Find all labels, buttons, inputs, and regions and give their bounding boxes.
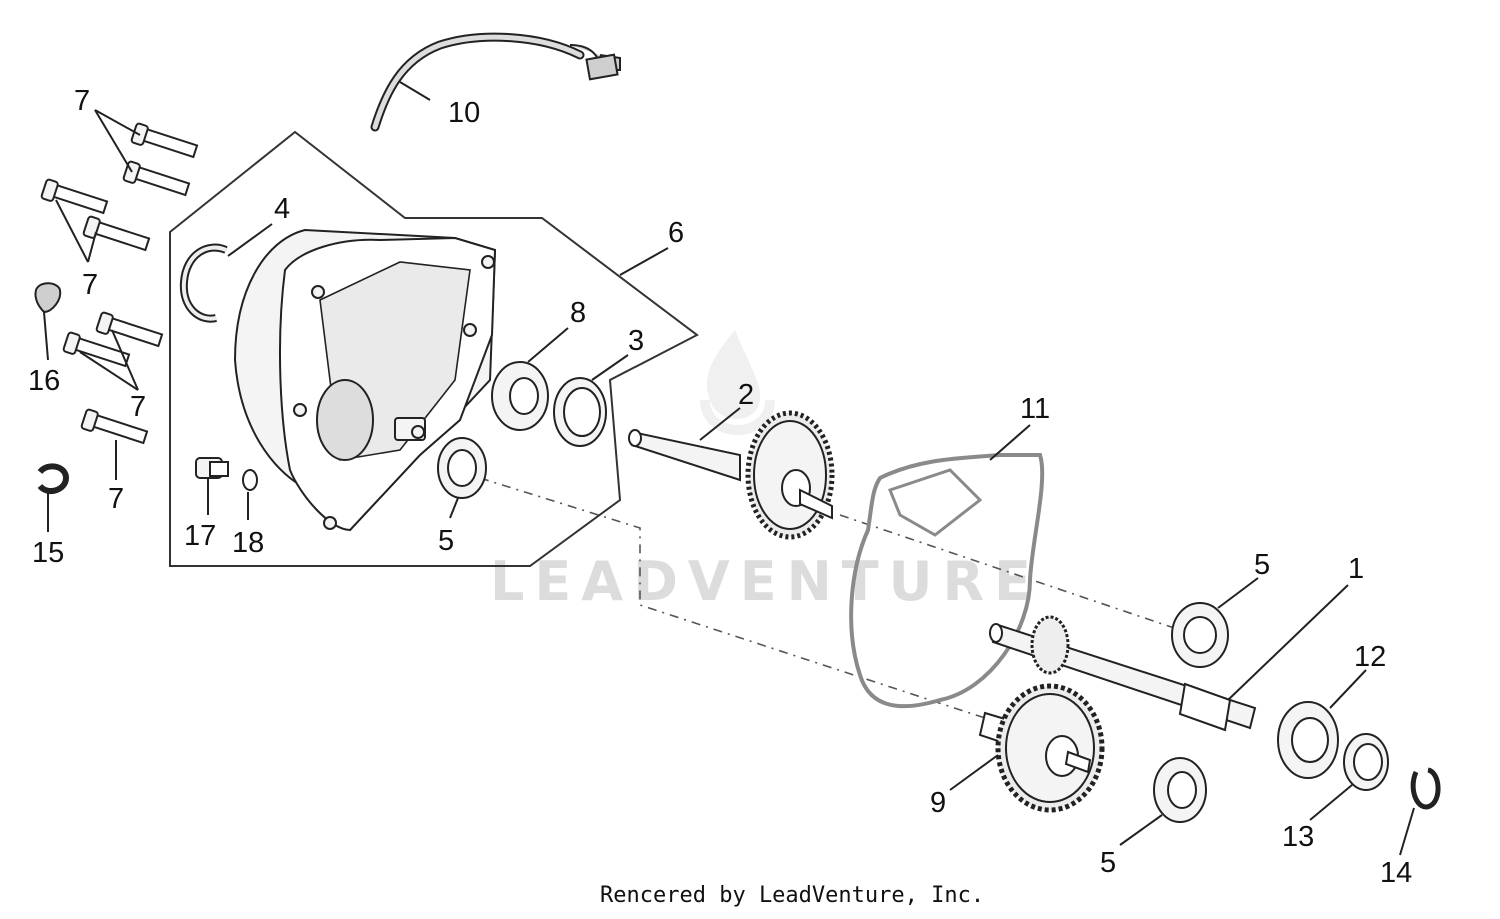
screw-icon — [80, 408, 149, 445]
callout-1: 1 — [1348, 553, 1364, 585]
callout-7c: 7 — [130, 391, 146, 423]
callout-5a: 5 — [438, 525, 454, 557]
leader-lines — [43, 81, 1415, 856]
bearing-icon — [1277, 701, 1339, 779]
cover-assembly-outline — [169, 130, 699, 567]
bearing-icon — [437, 437, 487, 499]
washer-icon — [1343, 733, 1389, 791]
screws — [40, 122, 199, 445]
bearing-icon — [1171, 602, 1229, 668]
screw-icon — [40, 178, 109, 215]
callout-5b: 5 — [1254, 549, 1270, 581]
transmission-cover — [233, 228, 497, 532]
plug-bolt-icon — [195, 457, 229, 479]
callout-8: 8 — [570, 297, 586, 329]
gear-icon — [978, 683, 1105, 813]
callout-5c: 5 — [1100, 847, 1116, 879]
callout-15: 15 — [32, 537, 64, 569]
callout-16: 16 — [28, 365, 60, 397]
callout-10: 10 — [448, 97, 480, 129]
alignment-lines — [479, 477, 1181, 719]
washer-icon — [242, 469, 258, 491]
callout-13: 13 — [1282, 821, 1314, 853]
callout-14: 14 — [1380, 857, 1412, 889]
screw-icon — [62, 331, 131, 368]
screw-icon — [82, 215, 151, 252]
callout-2: 2 — [738, 379, 754, 411]
main-shaft-icon — [989, 615, 1257, 732]
credit-text: Rencered by LeadVenture, Inc. — [600, 883, 984, 908]
callout-11: 11 — [1020, 393, 1050, 425]
screw-icon — [122, 160, 191, 197]
flame-logo-icon — [700, 330, 775, 435]
cable-part — [370, 32, 621, 132]
callout-4: 4 — [274, 193, 290, 225]
callout-17: 17 — [184, 520, 216, 552]
plug-icon — [34, 282, 62, 314]
callout-6: 6 — [668, 217, 684, 249]
bearing-icon — [1153, 757, 1207, 823]
circlip-icon — [1410, 767, 1441, 810]
clip-icon — [37, 463, 70, 495]
callout-7d: 7 — [108, 483, 124, 515]
circlip-icon — [179, 243, 228, 323]
callout-9: 9 — [930, 787, 946, 819]
screw-icon — [130, 122, 199, 159]
callout-12: 12 — [1354, 641, 1386, 673]
bearing-icon — [491, 361, 549, 431]
screw-icon — [95, 311, 164, 348]
gear-shaft-icon — [628, 410, 835, 540]
oil-seal-icon — [553, 377, 607, 447]
callout-7b: 7 — [82, 269, 98, 301]
gasket-icon — [849, 453, 1045, 709]
callout-7a: 7 — [74, 85, 90, 117]
watermark-text: LEADVENTURE — [490, 550, 1041, 613]
gasket-rib — [888, 468, 983, 537]
callout-18: 18 — [232, 527, 264, 559]
callout-3: 3 — [628, 325, 644, 357]
callouts: 7 7 7 7 16 15 17 18 4 5 8 3 6 2 10 11 5 … — [28, 85, 1412, 889]
